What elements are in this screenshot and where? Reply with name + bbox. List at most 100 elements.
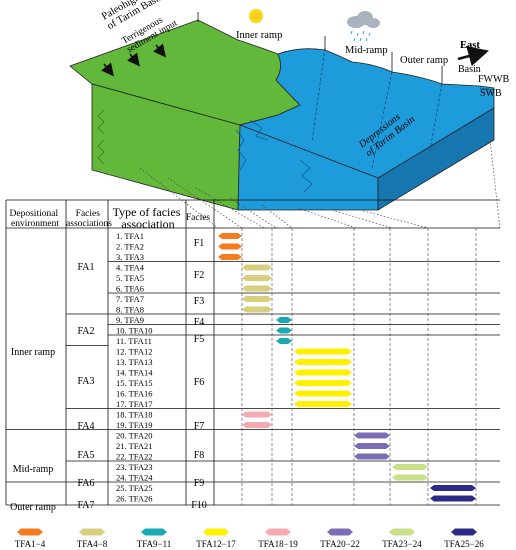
legend-swatch [79,528,105,536]
basin-side-face [377,107,495,211]
facies-bar [294,348,352,355]
row-label: 7. TFA7 [116,294,144,304]
legend-label: TFA20−22 [320,539,359,549]
facies-bar [354,453,390,460]
facies-bar [276,338,292,344]
row-label: 1. TFA1 [116,231,144,241]
facies-bar [242,275,272,281]
row-label: 15. TFA15 [116,378,153,388]
row-label: 11. TFA11 [116,336,152,346]
terrigenous-arrow [101,62,114,77]
header-depositional-environment: Depositional environment [10,209,61,229]
legend-label: TFA1−4 [15,539,46,549]
facies-bar [242,422,272,428]
env-outer-ramp: Outer ramp [10,502,56,513]
legend-swatch [203,528,229,536]
facies-label: F1 [194,238,205,249]
facies-bar [392,474,428,481]
facies-bar [276,317,292,323]
row-label: 17. TFA17 [116,399,153,409]
header-facies: Facies [186,213,211,223]
facies-label: F2 [194,270,205,281]
facies-bar [218,254,242,260]
east-arrow [457,46,490,67]
row-label: 9. TFA9 [116,315,144,325]
legend-label: TFA9−11 [137,539,172,549]
fa-label: FA2 [77,326,94,337]
facies-bar [276,327,292,334]
fa-label: FA6 [77,478,94,489]
row-label: 16. TFA16 [116,389,153,399]
fa-label: FA5 [77,450,94,461]
swb-label: SWB [480,88,502,99]
fwwb-label: FWWB [478,74,509,85]
sun-icon [249,9,263,23]
facies-table: Depositional environment Facies associat… [5,199,500,513]
facies-label: F9 [194,478,205,489]
row-label: 12. TFA12 [116,347,153,357]
header-facies-associations: Facies associations [66,209,112,229]
row-label: 10. TFA10 [116,326,153,336]
legend-label: TFA12−17 [196,539,236,549]
facies-bar [354,432,390,439]
facies-label: F5 [194,334,205,345]
facies-bar [354,443,390,449]
terrigenous-arrow [127,52,140,67]
facies-label: F3 [194,296,205,307]
facies-label: F8 [194,450,205,461]
facies-label: F4 [194,317,205,328]
rain-cloud-icon [347,11,380,42]
header-type-of-facies-association: Type of facies association [113,205,184,231]
row-label: 2. TFA2 [116,242,144,252]
facies-bar [242,285,272,292]
row-label: 19. TFA19 [116,420,153,430]
fa-label: FA7 [77,500,94,511]
facies-label: F10 [191,500,207,511]
inner-ramp-label: Inner ramp [236,30,282,41]
fa-label: FA1 [77,262,94,273]
facies-bar [218,243,242,250]
row-label: 13. TFA13 [116,357,153,367]
terrigenous-arrow [153,43,166,58]
row-label: 18. TFA18 [116,410,153,420]
row-label: 20. TFA20 [116,431,153,441]
legend-label: TFA25−26 [444,539,484,549]
facies-bar [430,495,476,502]
fa-label: FA3 [77,376,94,387]
row-label: 4. TFA4 [116,263,145,273]
legend-swatch [141,528,167,536]
env-inner-ramp: Inner ramp [11,347,55,358]
legend-label: TFA4−8 [77,539,108,549]
row-label: 23. TFA23 [116,462,153,472]
row-label: 3. TFA3 [116,252,144,262]
legend: TFA1−4 TFA4−8 TFA9−11 TFA12−17 TFA18−19 TFA20… [15,528,484,549]
facies-label: F6 [194,377,205,388]
facies-bar [430,485,476,491]
block-diagram: Paleohighs of Tarim Basin Terrigenous se… [69,0,509,211]
facies-bar [392,464,428,470]
row-label: 8. TFA8 [116,305,144,315]
row-label: 22. TFA22 [116,452,153,462]
facies-label: F7 [194,421,205,432]
legend-label: TFA18−19 [258,539,298,549]
row-label: 26. TFA26 [116,494,153,504]
legend-swatch [389,528,415,536]
row-label: 6. TFA6 [116,284,144,294]
facies-bar [294,359,352,365]
mid-ramp-label: Mid-ramp [345,45,388,56]
row-label: 14. TFA14 [116,368,153,378]
facies-bar [242,306,272,313]
fa-label: FA4 [77,421,94,432]
facies-bar [294,390,352,397]
env-mid-ramp: Mid-ramp [13,464,54,475]
facies-bar [294,380,352,386]
facies-bar [294,401,352,407]
row-label: 5. TFA5 [116,273,144,283]
row-label: 25. TFA25 [116,483,153,493]
legend-swatch [451,528,477,536]
facies-bar [242,264,272,271]
row-label: 21. TFA21 [116,441,153,451]
east-label: East [460,40,480,51]
connector-lines [139,139,501,229]
facies-bar [294,369,352,376]
